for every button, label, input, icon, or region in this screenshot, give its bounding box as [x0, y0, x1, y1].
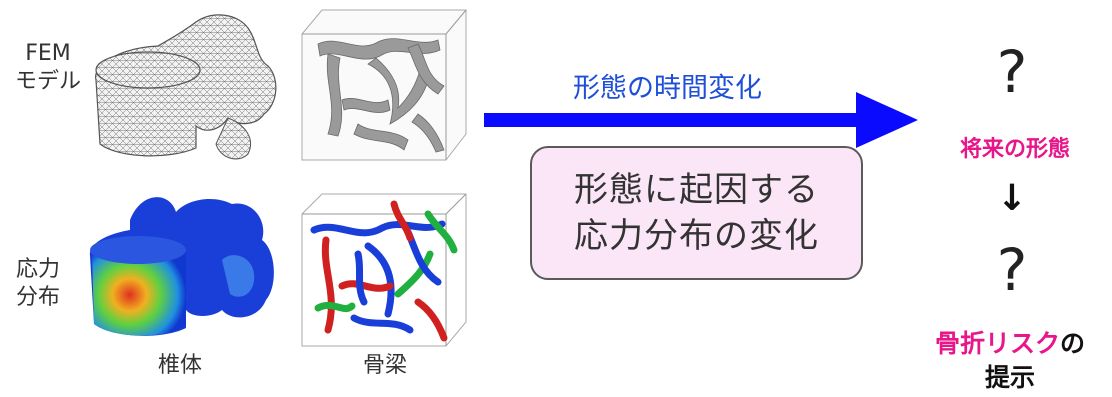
stress-label-line2: 分布 [15, 285, 60, 310]
vertebra-mesh-image [95, 14, 277, 160]
down-arrow-icon: ↓ [996, 178, 1028, 219]
trabecular-label: 骨梁 [362, 353, 407, 378]
fem-model-label: FEM モデル [8, 40, 88, 96]
fracture-risk-label: 骨折リスクの [910, 324, 1110, 360]
fracture-risk-text: 骨折リスク [934, 329, 1060, 358]
question-mark-top: ? [996, 38, 1028, 106]
box-line-1: 形態に起因する [574, 170, 819, 210]
future-shape-label: 将来の形態 [959, 137, 1070, 162]
vertebra-label: 椎体 [157, 353, 202, 378]
fem-label-line2: モデル [14, 69, 81, 94]
time-change-arrow [484, 92, 918, 148]
stress-distribution-label: 応力 分布 [8, 256, 68, 312]
vertebra-stress-image [89, 197, 274, 336]
particle-no: の [1060, 329, 1086, 358]
box-line-2: 応力分布の変化 [574, 216, 819, 256]
presentation-label: 提示 [984, 363, 1035, 392]
stress-label-line1: 応力 [15, 257, 60, 282]
trabecular-mesh-image [301, 9, 467, 161]
stress-change-box: 形態に起因する 応力分布の変化 [530, 146, 863, 280]
fem-label-line1: FEM [25, 41, 71, 66]
question-mark-bottom: ? [996, 236, 1028, 304]
arrow-label: 形態の時間変化 [573, 73, 762, 104]
trabecular-stress-image [301, 193, 467, 347]
